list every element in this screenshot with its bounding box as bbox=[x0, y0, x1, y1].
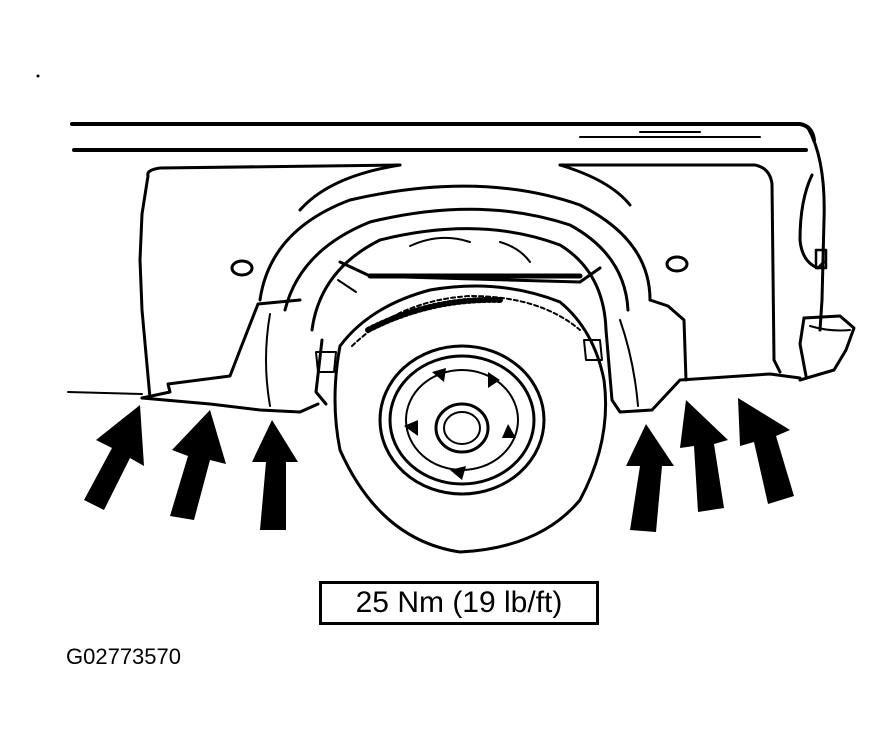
fastener-arrow-6 bbox=[738, 398, 794, 504]
bed-rail bbox=[70, 122, 816, 152]
mounting-hole-right bbox=[665, 255, 689, 273]
lug-nuts bbox=[404, 368, 516, 480]
fastener-arrow-5 bbox=[680, 400, 728, 512]
stray-dot bbox=[36, 74, 40, 78]
ground-line bbox=[67, 391, 143, 395]
wheel-rim bbox=[378, 344, 546, 496]
wheel-well-liner bbox=[337, 260, 602, 293]
fender-flare bbox=[140, 184, 802, 414]
tail-light bbox=[798, 126, 828, 332]
fastener-arrow-3 bbox=[252, 420, 298, 530]
mounting-hole-left bbox=[230, 259, 254, 277]
fastener-arrow-1 bbox=[84, 405, 144, 510]
fastener-arrow-2 bbox=[170, 410, 226, 520]
torque-spec-label: 25 Nm (19 lb/ft) bbox=[319, 581, 599, 625]
fastener-arrows bbox=[84, 398, 794, 532]
rear-bumper bbox=[798, 314, 856, 382]
fastener-arrow-4 bbox=[626, 424, 674, 532]
figure-id: G02773570 bbox=[66, 644, 181, 669]
bed-side-panel bbox=[138, 163, 782, 400]
tire bbox=[333, 284, 608, 554]
